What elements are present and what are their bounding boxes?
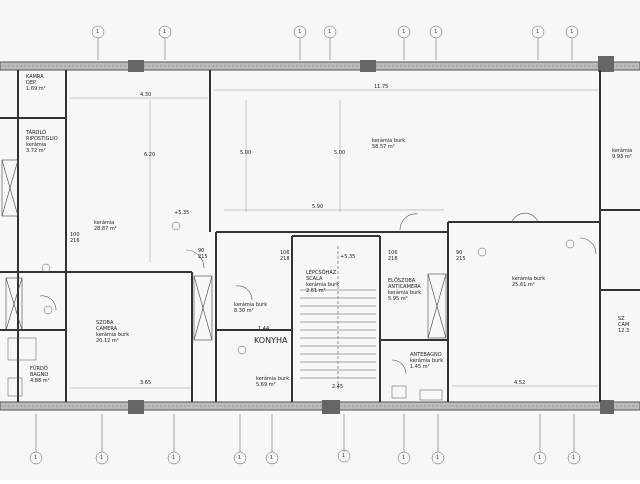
room-name-alt: DEP. [26, 80, 37, 86]
axis-marker: 1 [436, 455, 440, 461]
dimension-label: 6.20 [144, 152, 156, 158]
dimension-label: 11.75 [374, 84, 389, 90]
room-right-top: kerámia 9.93 m² [612, 148, 632, 160]
room-area: 4.88 m² [30, 378, 50, 384]
door-size: 90 215 [456, 250, 466, 262]
dimension-label: 5.90 [312, 204, 324, 210]
dimension-label: 1.44 [258, 326, 270, 332]
axis-marker: 1 [342, 453, 346, 459]
room-finish: kerámia [94, 220, 115, 226]
level-label: +5.35 [340, 254, 356, 260]
dimension-label: 4.52 [514, 380, 526, 386]
axis-marker: 1 [536, 29, 540, 35]
room-area: 1.69 m² [26, 86, 46, 92]
room-name: SZOBA [96, 320, 114, 326]
room-tarolo: TÁROLÓ RIPOSTIGLIO kerámia 3.72 m² [26, 130, 58, 154]
room-finish: kerámia burk [372, 138, 406, 144]
room-name-alt: BAGNO [30, 372, 49, 378]
room-finish: kerámia burk [256, 376, 290, 382]
room-konyha: kerámia burk 5.69 m² [256, 376, 289, 388]
room-finish: kerámia burk [96, 332, 130, 338]
room-nappali: kerámia 28.87 m² [94, 220, 117, 232]
axis-marker: 1 [34, 455, 38, 461]
axis-marker: 1 [570, 29, 574, 35]
room-finish: kerámia [26, 142, 47, 148]
axis-marker: 1 [96, 29, 100, 35]
room-finish: kerámia burk [388, 290, 422, 296]
room-area: 9.93 m² [612, 154, 632, 160]
axis-marker: 1 [538, 455, 542, 461]
outer-walls [0, 61, 640, 411]
room-area: 20.12 m² [96, 338, 119, 344]
dimension-label: 3.65 [140, 380, 152, 386]
axis-marker: 1 [402, 455, 406, 461]
axis-marker: 1 [270, 455, 274, 461]
axis-marker: 1 [238, 455, 242, 461]
room-finish: kerámia burk [306, 282, 340, 288]
door-size: 106 218 [388, 250, 398, 262]
dimension-label: 5.00 [334, 150, 346, 156]
room-name-alt: RIPOSTIGLIO [26, 136, 58, 142]
room-konyha-title: KONYHA [254, 336, 288, 345]
room-area: 1.45 m² [410, 364, 430, 370]
room-big: kerámia burk 58.57 m² [372, 138, 405, 150]
room-name-alt: CAM [618, 322, 630, 328]
room-name: SZ [618, 316, 625, 322]
room-name-alt: SCALA [306, 276, 323, 282]
room-right-bottom: SZ CAM 12.3 [618, 316, 629, 334]
room-name-alt: CAMERA [96, 326, 118, 332]
room-area: 8.30 m² [234, 308, 254, 314]
room-kozlekedo: kerámia burk 8.30 m² [234, 302, 267, 314]
room-lepcsohaz: LÉPCSŐHÁZ SCALA kerámia burk 2.61 m² [306, 270, 339, 294]
dimension-label: 5.00 [240, 150, 252, 156]
door-size: 106 218 [280, 250, 290, 262]
room-name: ELŐSZOBA [388, 278, 416, 284]
room-right-mid: kerámia burk 25.61 m² [512, 276, 545, 288]
dimension-label: 4.30 [140, 92, 152, 98]
dimension-label: 2.45 [332, 384, 344, 390]
room-area: 28.87 m² [94, 226, 117, 232]
axis-marker: 1 [434, 29, 438, 35]
axis-marker: 1 [328, 29, 332, 35]
room-antebagno: ANTEBAGNO kerámia burk 1.45 m² [410, 352, 443, 370]
room-name: FÜRDŐ [30, 366, 48, 372]
room-szoba: SZOBA CAMERA kerámia burk 20.12 m² [96, 320, 129, 344]
room-name: LÉPCSŐHÁZ [306, 270, 337, 276]
room-finish: kerámia burk [234, 302, 268, 308]
axis-marker: 1 [100, 455, 104, 461]
axis-marker: 1 [572, 455, 576, 461]
room-furdo: FÜRDŐ BAGNO 4.88 m² [30, 366, 50, 384]
room-name: KAMRA [26, 74, 44, 80]
room-finish: kerámia [612, 148, 633, 154]
axis-marker: 1 [163, 29, 167, 35]
room-area: 3.72 m² [26, 148, 46, 154]
door-size: 90 215 [198, 248, 208, 260]
door-size: 100 216 [70, 232, 80, 244]
room-kamra: KAMRA DEP. 1.69 m² [26, 74, 46, 92]
room-finish: kerámia burk [410, 358, 444, 364]
room-name: TÁROLÓ [26, 130, 47, 136]
axis-marker: 1 [172, 455, 176, 461]
level-label: +5.35 [174, 210, 190, 216]
room-area: 25.61 m² [512, 282, 535, 288]
room-area: 12.3 [618, 328, 630, 334]
room-area: 58.57 m² [372, 144, 395, 150]
axis-marker: 1 [402, 29, 406, 35]
room-finish: kerámia burk [512, 276, 546, 282]
room-eloszoba: ELŐSZOBA ANTICAMERA kerámia burk 5.95 m² [388, 278, 421, 302]
room-area: 5.95 m² [388, 296, 408, 302]
room-name-alt: ANTICAMERA [388, 284, 421, 290]
room-area: 5.69 m² [256, 382, 276, 388]
room-area: 2.61 m² [306, 288, 326, 294]
room-name: ANTEBAGNO [410, 352, 442, 358]
axis-marker: 1 [298, 29, 302, 35]
